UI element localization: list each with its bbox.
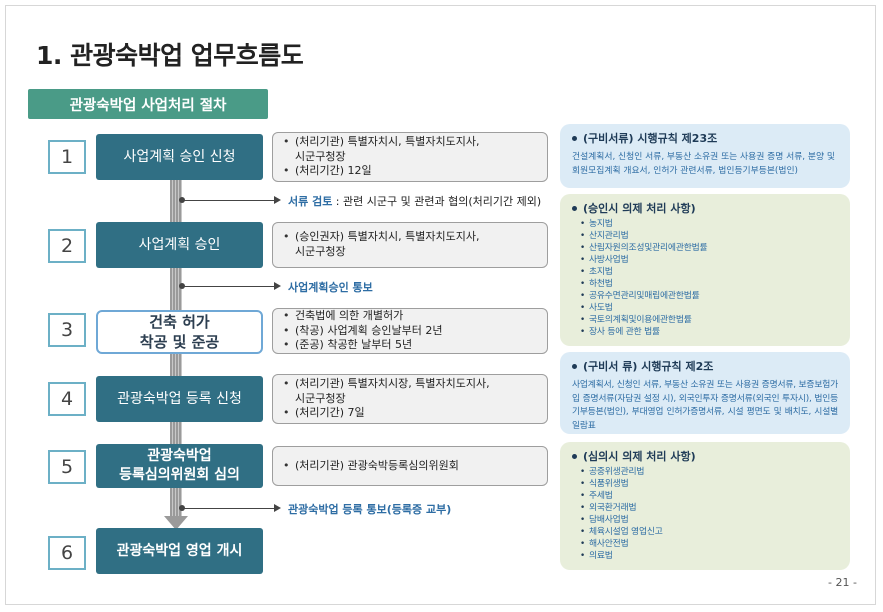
law-item: 공중위생관리법: [580, 467, 838, 479]
branch-line: [182, 508, 274, 509]
page-number: - 21 -: [828, 576, 857, 589]
required-documents-panel-2: (구비서 류) 시행규칙 제2조 사업계획서, 신청인 서류, 부동산 소유권 …: [560, 352, 850, 434]
law-item: 사도법: [580, 303, 838, 315]
info-item: (처리기관) 관광숙박등록심의위원회: [281, 459, 539, 474]
info-item: (처리기간) 7일: [281, 406, 539, 421]
info-item: (처리기관) 특별자치시장, 특별자치도지사,시군구청장: [281, 377, 539, 407]
flow-connector: [170, 488, 182, 518]
info-item: (준공) 착공한 날부터 5년: [281, 338, 539, 353]
step-box-3: 건축 허가 착공 및 준공: [96, 310, 263, 354]
bullet-icon: [572, 453, 577, 459]
law-item: 국토의계획및이용에관한법률: [580, 315, 838, 327]
flow-connector: [170, 180, 182, 222]
info-box-1: (처리기관) 특별자치시, 특별자치도지사,시군구청장 (처리기간) 12일: [272, 132, 548, 182]
law-item: 체육시설업 영업신고: [580, 527, 838, 539]
law-item: 농지법: [580, 219, 838, 231]
deemed-review-panel: (심의시 의제 처리 사항) 공중위생관리법 식품위생법 주세법 외국환거래법 …: [560, 442, 850, 570]
flow-connector: [170, 422, 182, 444]
step-box-2: 사업계획 승인: [96, 222, 263, 268]
law-item: 장사 등에 관한 법률: [580, 327, 838, 339]
panel-body: 건설계획서, 신청인 서류, 부동산 소유권 또는 사용권 증명 서류, 분양 …: [572, 152, 835, 176]
step-box-1: 사업계획 승인 신청: [96, 134, 263, 180]
step-number-6: 6: [48, 536, 86, 570]
registration-notice-note: 관광숙박업 등록 통보(등록증 교부): [288, 503, 452, 516]
branch-line: [182, 286, 274, 287]
step-number-1: 1: [48, 140, 86, 174]
flow-connector: [170, 354, 182, 376]
law-item: 해사안전법: [580, 539, 838, 551]
law-item: 산지관리법: [580, 231, 838, 243]
arrow-right-icon: [274, 196, 281, 204]
info-box-2: (승인권자) 특별자치시, 특별자치도지사,시군구청장: [272, 222, 548, 268]
info-item: (착공) 사업계획 승인날부터 2년: [281, 324, 539, 339]
info-box-3: 건축법에 의한 개별허가 (착공) 사업계획 승인날부터 2년 (준공) 착공한…: [272, 308, 548, 354]
law-item: 초지법: [580, 267, 838, 279]
law-item: 사방사업법: [580, 255, 838, 267]
info-box-4: (처리기관) 특별자치시장, 특별자치도지사,시군구청장 (처리기간) 7일: [272, 374, 548, 424]
law-item: 공유수면관리및매립에관한법률: [580, 291, 838, 303]
info-item: (처리기관) 특별자치시, 특별자치도지사,시군구청장: [281, 135, 539, 165]
page-title: 1. 관광숙박업 업무흐름도: [36, 41, 304, 70]
info-item: (처리기간) 12일: [281, 164, 539, 179]
law-item: 외국환거래법: [580, 503, 838, 515]
flow-connector: [170, 268, 182, 310]
arrow-right-icon: [274, 504, 281, 512]
panel-body: 사업계획서, 신청인 서류, 부동산 소유권 또는 사용권 증명서류, 보증보험…: [572, 380, 838, 431]
law-item: 주세법: [580, 491, 838, 503]
law-item: 담배사업법: [580, 515, 838, 527]
deemed-approval-panel: (승인시 의제 처리 사항) 농지법 산지관리법 산림자원의조성및관리에관한법률…: [560, 194, 850, 346]
step-number-5: 5: [48, 450, 86, 484]
law-item: 식품위생법: [580, 479, 838, 491]
info-item: (승인권자) 특별자치시, 특별자치도지사,시군구청장: [281, 230, 539, 260]
branch-line: [182, 200, 274, 201]
info-item: 건축법에 의한 개별허가: [281, 309, 539, 324]
step-box-5: 관광숙박업 등록심의위원회 심의: [96, 444, 263, 488]
step-box-4: 관광숙박업 등록 신청: [96, 376, 263, 422]
arrow-right-icon: [274, 282, 281, 290]
approval-notice-note: 사업계획승인 통보: [288, 281, 373, 294]
down-arrow-icon: [164, 516, 188, 530]
law-item: 하천법: [580, 279, 838, 291]
step-number-2: 2: [48, 229, 86, 263]
law-item: 의료법: [580, 551, 838, 563]
law-item: 산림자원의조성및관리에관한법률: [580, 243, 838, 255]
step-box-6: 관광숙박업 영업 개시: [96, 528, 263, 574]
section-subtitle: 관광숙박업 사업처리 절차: [28, 89, 268, 119]
bullet-icon: [572, 135, 577, 141]
step-number-3: 3: [48, 313, 86, 347]
bullet-icon: [572, 205, 577, 211]
required-documents-panel-1: (구비서류) 시행규칙 제23조 건설계획서, 신청인 서류, 부동산 소유권 …: [560, 124, 850, 188]
bullet-icon: [572, 363, 577, 369]
step-number-4: 4: [48, 382, 86, 416]
review-note: 서류 검토 : 관련 시군구 및 관련과 협의(처리기간 제외): [288, 195, 542, 208]
info-box-5: (처리기관) 관광숙박등록심의위원회: [272, 446, 548, 486]
